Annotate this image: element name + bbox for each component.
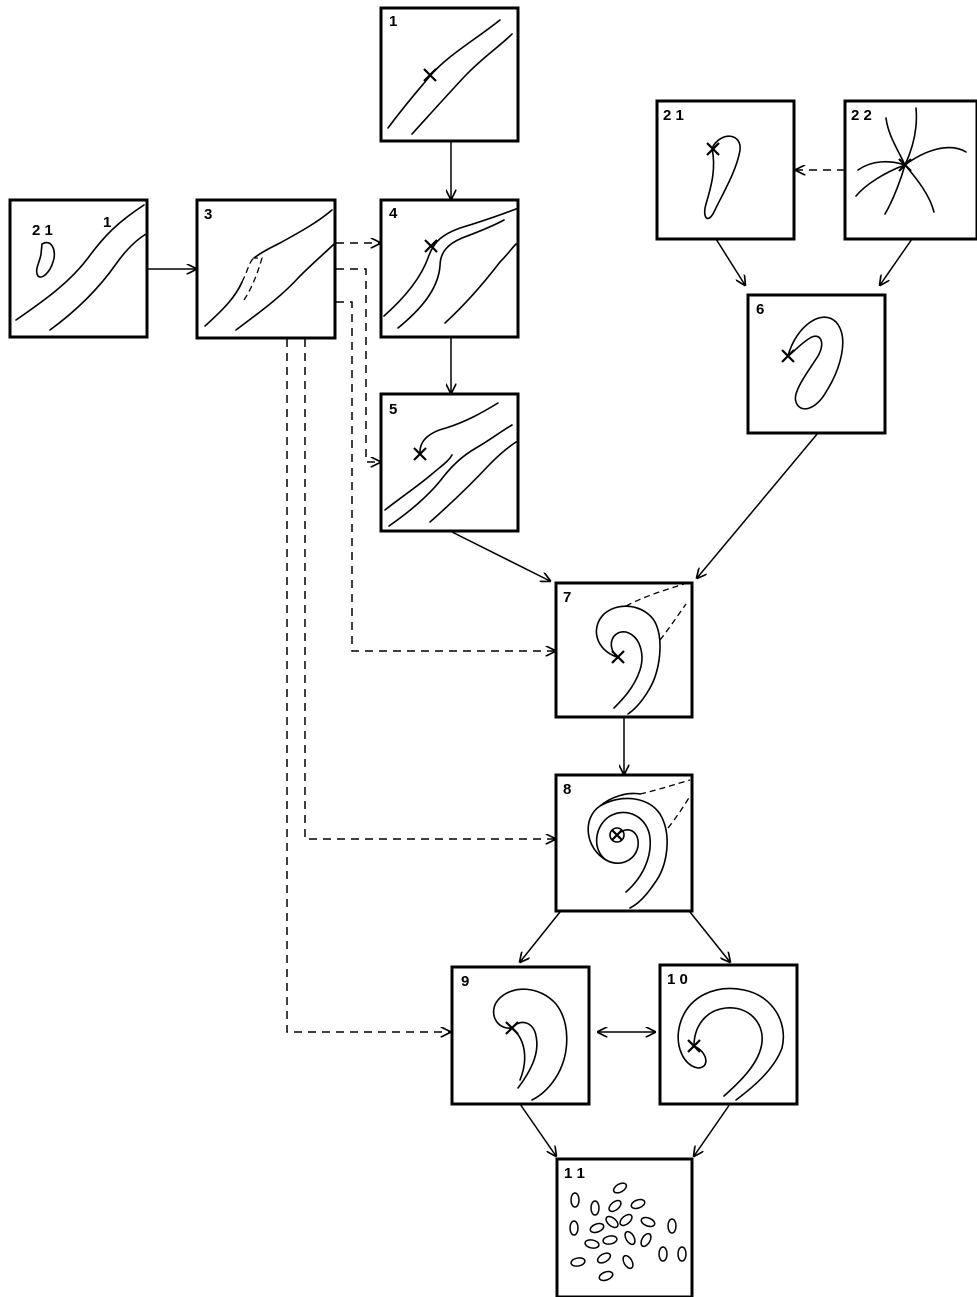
panel-1-top-label: 1 — [389, 13, 397, 30]
connectors — [148, 141, 913, 1156]
panel-9: 9 — [450, 965, 591, 1106]
x-marker — [687, 1039, 701, 1053]
panel-4-label: 4 — [389, 205, 398, 222]
panel-1-left-inner-label: 2 1 — [32, 222, 53, 239]
panel-3: 3 — [195, 198, 337, 340]
panel-9-label: 9 — [461, 973, 469, 990]
panel-1-top: 1 — [379, 6, 520, 143]
panel-22: 2 2 — [843, 99, 977, 241]
x-marker — [424, 239, 438, 253]
panel-10: 1 0 — [658, 963, 799, 1106]
panel-7: 7 — [554, 581, 694, 719]
arrow-22-to-6 — [880, 238, 913, 285]
panel-5: 5 — [379, 392, 520, 533]
arrow-6-to-7 — [697, 432, 819, 578]
x-marker — [611, 650, 625, 664]
x-marker — [611, 829, 623, 841]
arrow-10-to-11 — [694, 1103, 731, 1156]
panel-3-label: 3 — [204, 206, 212, 223]
particle-cloud — [569, 1182, 687, 1282]
x-marker — [781, 349, 795, 363]
panel-10-label: 1 0 — [667, 971, 688, 988]
arrow-5-to-7 — [449, 530, 550, 581]
x-marker — [898, 158, 912, 172]
dashed-3-to-9 — [286, 339, 450, 1032]
panel-1-left: 2 1 1 — [8, 198, 149, 339]
panel-21-label: 2 1 — [663, 107, 684, 124]
panel-6: 6 — [746, 293, 887, 435]
arrow-21-to-6 — [715, 238, 745, 285]
x-marker — [423, 68, 437, 82]
panel-7-label: 7 — [563, 589, 571, 606]
panel-1-left-label: 1 — [103, 214, 111, 231]
arrow-8-to-10 — [689, 911, 730, 962]
x-marker — [505, 1021, 519, 1035]
dashed-3-to-5 — [336, 268, 380, 462]
panel-4: 4 — [379, 198, 520, 339]
panel-11-label: 1 1 — [564, 1165, 585, 1182]
panel-5-label: 5 — [389, 401, 397, 418]
panel-22-label: 2 2 — [851, 107, 872, 124]
x-marker — [413, 447, 427, 461]
panel-8: 8 — [554, 773, 694, 913]
arrow-8-to-9 — [520, 911, 561, 962]
panel-8-label: 8 — [563, 781, 571, 798]
panel-11: 1 1 — [555, 1157, 694, 1297]
arrow-9-to-11 — [519, 1103, 556, 1156]
panel-6-label: 6 — [756, 301, 764, 318]
panel-21: 2 1 — [655, 99, 796, 241]
dashed-3-to-7 — [336, 301, 555, 651]
x-marker — [706, 142, 720, 156]
